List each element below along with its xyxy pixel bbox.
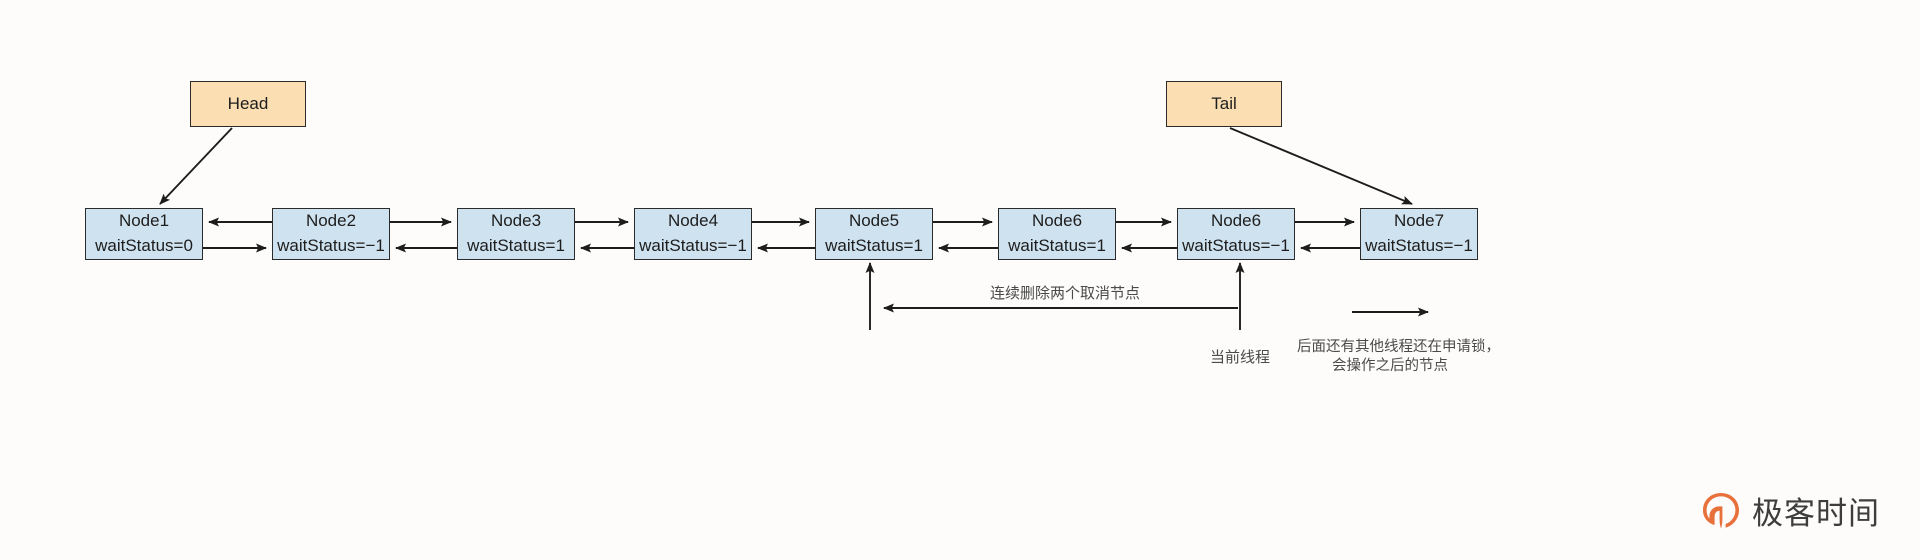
annotation-current-thread: 当前线程 xyxy=(1209,348,1270,366)
node-box-node5[interactable]: Node5 waitStatus=1 xyxy=(815,208,933,260)
brand-name: 极客时间 xyxy=(1752,496,1880,532)
node-box-node4[interactable]: Node4 waitStatus=−1 xyxy=(634,208,752,260)
node-name: Node6 xyxy=(1210,211,1262,231)
pointer-box-tail[interactable]: Tail xyxy=(1166,81,1282,127)
node-waitstatus: waitStatus=0 xyxy=(95,236,193,255)
node-name: Node5 xyxy=(848,211,900,231)
node-box-node7[interactable]: Node7 waitStatus=−1 xyxy=(1360,208,1478,260)
node-waitstatus: waitStatus=1 xyxy=(825,236,923,255)
node-waitstatus: waitStatus=−1 xyxy=(1365,236,1473,255)
annotation-future-threads-line2: 会操作之后的节点 xyxy=(1332,358,1448,374)
node-box-node6a[interactable]: Node6 waitStatus=1 xyxy=(998,208,1116,260)
pointer-box-head[interactable]: Head xyxy=(190,81,306,127)
pointer-label-head: Head xyxy=(227,94,269,113)
node-name: Node2 xyxy=(305,211,357,231)
node-box-node6b[interactable]: Node6 waitStatus=−1 xyxy=(1177,208,1295,260)
node-box-node1[interactable]: Node1 waitStatus=0 xyxy=(85,208,203,260)
geektime-logo-icon xyxy=(1700,490,1742,532)
node-name: Node1 xyxy=(118,211,170,231)
node-waitstatus: waitStatus=−1 xyxy=(1182,236,1290,255)
node-name: Node4 xyxy=(667,211,719,231)
arrow-tail-to-node7 xyxy=(1229,127,1413,205)
node-name: Node6 xyxy=(1031,211,1083,231)
node-waitstatus: waitStatus=1 xyxy=(467,236,565,255)
annotation-future-threads-line1: 后面还有其他线程还在申请锁， xyxy=(1297,339,1500,355)
node-name: Node3 xyxy=(490,211,542,231)
brand-watermark: 极客时间 xyxy=(1700,488,1880,533)
node-box-node3[interactable]: Node3 waitStatus=1 xyxy=(457,208,575,260)
pointer-label-tail: Tail xyxy=(1211,94,1237,113)
node-waitstatus: waitStatus=1 xyxy=(1008,236,1106,255)
node-name: Node7 xyxy=(1393,211,1445,231)
node-waitstatus: waitStatus=−1 xyxy=(639,236,747,255)
annotation-remove-two-cancelled: 连续删除两个取消节点 xyxy=(989,284,1140,302)
arrow-head-to-node1 xyxy=(159,127,233,205)
node-box-node2[interactable]: Node2 waitStatus=−1 xyxy=(272,208,390,260)
node-waitstatus: waitStatus=−1 xyxy=(277,236,385,255)
